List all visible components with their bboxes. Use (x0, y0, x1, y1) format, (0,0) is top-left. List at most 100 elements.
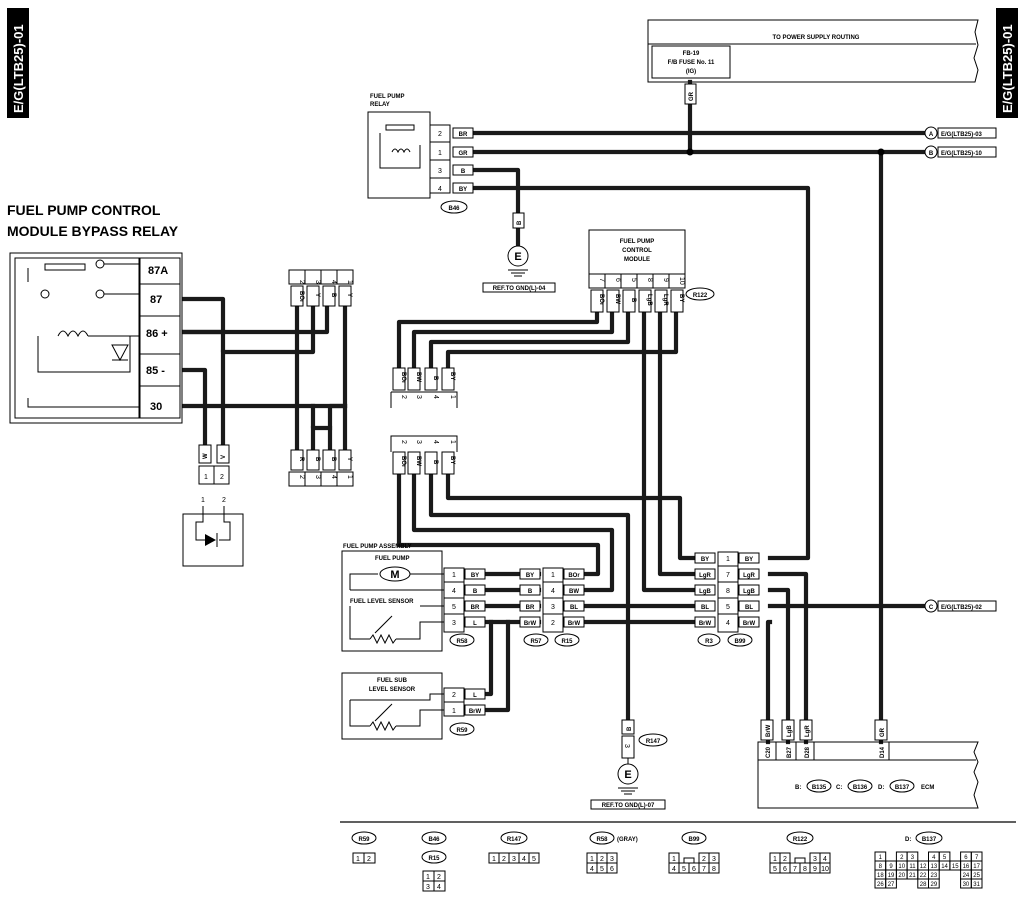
ground-ref-label: REF.TO GND(L)-04 (493, 286, 546, 292)
wire-label: BR (471, 605, 480, 611)
ground2-symbol: E (624, 769, 631, 781)
legend-cell: 16 (963, 864, 970, 870)
plug-pin: 1 (204, 474, 208, 481)
legend-cell: 22 (920, 873, 927, 879)
legend-name: B46 (428, 837, 440, 843)
r57-r15-junction: BY B BR BrW 1 4 3 2 BOr BW BL BrW R57 R1… (519, 567, 585, 647)
legend-cell: 8 (879, 864, 883, 870)
legend-cell: 24 (963, 873, 970, 879)
bypass-relay: FUEL PUMP CONTROL MODULE BYPASS RELAY 87… (7, 202, 183, 424)
relay-wire-labels: BR GR B BY (452, 127, 474, 194)
wire-label: BW (569, 589, 579, 595)
plug-a-pin: 3 (415, 395, 422, 399)
legend-cell: 30 (963, 882, 970, 888)
assembly-connector: R58 (456, 639, 468, 645)
r57-pin: 1 (551, 572, 555, 579)
section-tag-left: E/G(LTB25)-01 (7, 8, 29, 118)
control-module: FUEL PUMP CONTROL MODULE 7 6 5 8 9 10 BO… (588, 229, 715, 313)
wire-label: BY (526, 573, 534, 579)
wire-label: LgR (805, 725, 811, 737)
assembly-pin: 5 (452, 604, 456, 611)
plug-a-pin: 2 (400, 395, 407, 399)
ground2-wire: B (627, 726, 633, 731)
wire-label: BOr (568, 573, 580, 579)
relay-pins: 2 1 3 4 (438, 131, 442, 193)
legend-cell: 21 (909, 873, 916, 879)
lower-pin: 4 (330, 475, 337, 479)
legend-name: R59 (358, 837, 370, 843)
r57-pin: 4 (551, 588, 555, 595)
plug-a-pin: 1 (449, 395, 456, 399)
legend-cell: 1 (773, 856, 777, 863)
legend-cell: 15 (952, 864, 959, 870)
diode-pin: 2 (222, 497, 226, 504)
wire-label: BL (745, 605, 753, 611)
sub-title-2: LEVEL SENSOR (369, 687, 416, 693)
wire-label: LgB (787, 725, 793, 737)
plug-pin: 2 (220, 474, 224, 481)
terminal-86: 86 + (146, 328, 168, 340)
legend-name: B99 (688, 837, 700, 843)
wire-label: BrW (766, 724, 772, 737)
wire-label: B (473, 589, 478, 595)
ref-b: B E/G(LTB25)-10 (924, 145, 997, 159)
legend-note: (GRAY) (617, 837, 638, 843)
legend-cell: 23 (931, 873, 938, 879)
legend-cell: 29 (931, 882, 938, 888)
wire-label: LgR (743, 573, 755, 579)
r57-pin: 2 (551, 620, 555, 627)
legend-r59: R59 1 2 (351, 831, 377, 864)
ref-b-label: E/G(LTB25)-10 (941, 151, 983, 157)
legend-cell: 3 (813, 856, 817, 863)
plug-a-pin: 4 (432, 395, 439, 399)
legend-name: R147 (507, 837, 522, 843)
ref-c-id: C (929, 605, 934, 611)
module-connector: R122 (693, 293, 708, 299)
ref-a-id: A (929, 132, 934, 138)
wire-label: BY (678, 294, 684, 302)
legend-cell: 3 (426, 884, 430, 891)
legend-cell-box (970, 878, 983, 889)
legend-cell: 2 (702, 856, 706, 863)
legend-cell: 6 (692, 866, 696, 873)
wire-label: BrW (524, 621, 537, 627)
legend-cell: 1 (356, 856, 360, 863)
plug-b: 2 3 4 1 BOr BW B BY (390, 435, 458, 475)
legend-cell: 5 (532, 856, 536, 863)
legend-name: R58 (596, 837, 608, 843)
assembly-pin: 4 (452, 588, 456, 595)
wire-label: BrW (743, 621, 756, 627)
wire-label: LgR (662, 294, 668, 306)
wire-label: B (432, 376, 438, 381)
wire-label: BW (415, 372, 421, 382)
legend-sub: R15 (428, 856, 440, 862)
legend-cell: 3 (911, 855, 915, 861)
plug-wire: V (221, 455, 227, 459)
legend-cell: 2 (783, 856, 787, 863)
legend-cell: 13 (931, 864, 938, 870)
module-pin: 10 (678, 277, 685, 285)
legend-cell: 4 (932, 855, 936, 861)
upper-pin: 4 (330, 280, 337, 284)
legend-cell: 8 (712, 866, 716, 873)
plug-b-pin: 1 (449, 440, 456, 444)
sub-title-1: FUEL SUB (377, 678, 408, 684)
legend-cell: 7 (793, 866, 797, 873)
wire-label: BY (471, 573, 479, 579)
legend-cell: 20 (898, 873, 905, 879)
wire-label: B (314, 457, 320, 462)
legend-cell: 12 (920, 864, 927, 870)
bypass-plug: W V 1 2 (198, 444, 230, 485)
wire-label: Y (346, 293, 352, 297)
wire-label: L (473, 621, 477, 627)
bypass-upper-connector: 2 3 4 1 BOr Y B Y (288, 269, 354, 307)
wire-label: BL (570, 605, 578, 611)
ecm-pin: D28 (805, 746, 811, 758)
ecm-pin: B27 (787, 746, 793, 758)
legend-cell: 2 (437, 874, 441, 881)
ecm-connector: B136 (853, 785, 868, 791)
wires (177, 79, 933, 745)
wire-label: B (461, 169, 466, 175)
ecm-prefix: C: (836, 785, 842, 791)
ecm-connector: B135 (812, 785, 827, 791)
